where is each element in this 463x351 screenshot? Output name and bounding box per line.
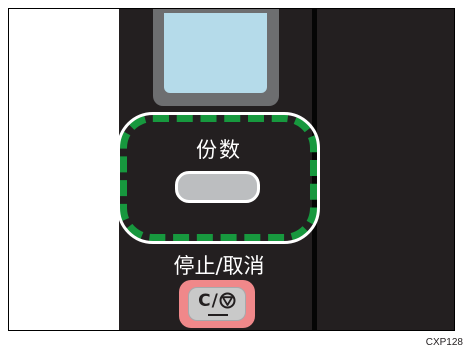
background-area <box>9 9 119 330</box>
copies-highlight-callout <box>117 112 320 244</box>
panel-right-section <box>317 9 454 330</box>
stop-cancel-key-face: C/ <box>188 287 246 321</box>
copies-label: 份数 <box>196 138 242 162</box>
copies-button[interactable] <box>175 171 260 203</box>
stop-cancel-label: 停止/取消 <box>173 254 265 278</box>
key-underline-mark <box>208 314 228 316</box>
clear-letter: C/ <box>198 291 219 311</box>
stop-cancel-button[interactable]: C/ <box>179 280 255 328</box>
stop-symbol-icon <box>219 292 236 309</box>
lcd-display <box>164 13 267 93</box>
stop-key-legend: C/ <box>189 291 245 311</box>
illustration-frame: 份数 停止/取消 C/ <box>8 8 455 331</box>
figure-code: CXP128 <box>425 337 463 348</box>
